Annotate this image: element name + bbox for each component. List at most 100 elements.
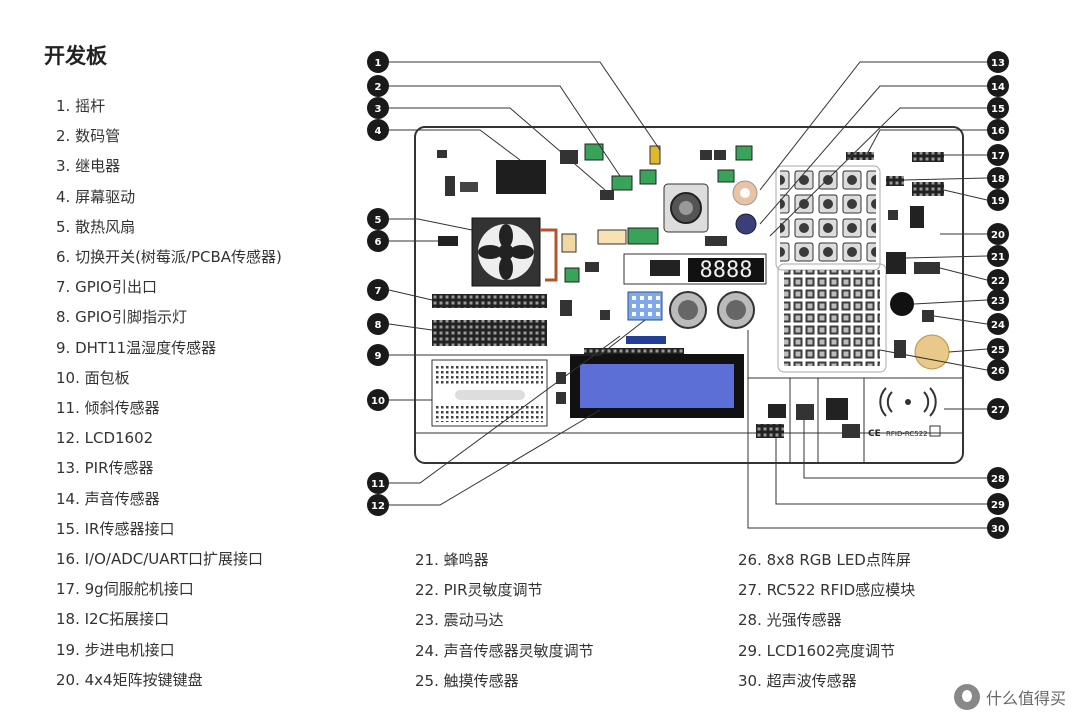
legend-item: 3. 继电器 xyxy=(56,157,121,176)
seven-segment-display xyxy=(688,258,764,282)
callout-number: 22 xyxy=(991,276,1005,287)
vibration-motor xyxy=(890,292,914,316)
callout-marker: 3 xyxy=(367,97,389,119)
legend-item: 12. LCD1602 xyxy=(56,429,154,448)
legend-item: 20. 4x4矩阵按键键盘 xyxy=(56,670,203,689)
legend-item: 1. 摇杆 xyxy=(56,97,106,115)
callout-number: 25 xyxy=(991,345,1005,356)
callout-number: 10 xyxy=(371,396,385,407)
callout-number: 15 xyxy=(991,104,1005,115)
gpio-header xyxy=(432,294,547,308)
callout-marker: 19 xyxy=(987,189,1009,211)
callout-number: 27 xyxy=(991,405,1005,416)
legend-item: 17. 9g伺服舵机接口 xyxy=(56,580,194,599)
callout-number: 29 xyxy=(991,500,1005,511)
callout-marker: 27 xyxy=(987,398,1009,420)
callout-number: 20 xyxy=(991,230,1005,241)
watermark: 什么值得买 xyxy=(953,684,1066,710)
gpio-led-strip xyxy=(432,320,547,346)
legend-item: 9. DHT11温湿度传感器 xyxy=(56,338,217,357)
legend-item: 22. PIR灵敏度调节 xyxy=(415,581,543,600)
callout-marker: 20 xyxy=(987,223,1009,245)
callout-number: 17 xyxy=(991,151,1005,162)
legend-item: 19. 步进电机接口 xyxy=(56,640,175,659)
callout-marker: 26 xyxy=(987,359,1009,381)
sound-sensor xyxy=(735,213,757,235)
callout-number: 5 xyxy=(375,215,382,226)
callout-marker: 24 xyxy=(987,313,1009,335)
watermark-text: 什么值得买 xyxy=(985,689,1066,708)
legend-item: 21. 蜂鸣器 xyxy=(415,551,489,569)
callout-number: 30 xyxy=(991,524,1005,535)
callout-marker: 5 xyxy=(367,208,389,230)
ultrasonic-sensor xyxy=(669,291,755,329)
page-title: 开发板 xyxy=(44,44,107,68)
legend-item: 6. 切换开关(树莓派/PCBA传感器) xyxy=(56,248,282,266)
callout-marker: 14 xyxy=(987,75,1009,97)
callout-number: 21 xyxy=(991,252,1005,263)
callout-marker: 22 xyxy=(987,269,1009,291)
legend-item: 10. 面包板 xyxy=(56,368,130,387)
legend-item: 13. PIR传感器 xyxy=(56,459,154,478)
callout-marker: 16 xyxy=(987,119,1009,141)
callout-marker: 9 xyxy=(367,344,389,366)
callout-marker: 6 xyxy=(367,230,389,252)
callout-number: 16 xyxy=(991,126,1005,137)
callout-number: 28 xyxy=(991,474,1005,485)
rfid-model-label: RFID-RC522 xyxy=(886,430,928,438)
led-matrix xyxy=(784,270,880,366)
screen-driver-chip xyxy=(496,160,546,194)
watermark-logo-icon xyxy=(953,684,980,710)
legend-item: 29. LCD1602亮度调节 xyxy=(738,641,896,660)
legend-item: 14. 声音传感器 xyxy=(56,489,160,508)
callout-marker: 7 xyxy=(367,279,389,301)
callout-number: 24 xyxy=(991,320,1005,331)
callout-number: 3 xyxy=(375,104,382,115)
buzzer xyxy=(886,252,906,274)
callout-marker: 17 xyxy=(987,144,1009,166)
callout-marker: 30 xyxy=(987,517,1009,539)
mode-switch xyxy=(438,236,458,246)
callout-number: 9 xyxy=(375,351,382,362)
callout-marker: 4 xyxy=(367,119,389,141)
legend-item: 27. RC522 RFID感应模块 xyxy=(738,581,916,600)
callout-marker: 23 xyxy=(987,289,1009,311)
legend-item: 2. 数码管 xyxy=(56,127,121,146)
callout-number: 2 xyxy=(375,82,382,93)
callout-marker: 11 xyxy=(367,472,389,494)
callout-marker: 13 xyxy=(987,51,1009,73)
callout-marker: 1 xyxy=(367,51,389,73)
legend-item: 7. GPIO引出口 xyxy=(56,278,157,297)
legend-item: 26. 8x8 RGB LED点阵屏 xyxy=(738,551,911,569)
rfid-module xyxy=(879,387,937,417)
callout-marker: 29 xyxy=(987,493,1009,515)
callout-number: 26 xyxy=(991,366,1005,377)
stepper-port xyxy=(912,182,944,196)
callout-marker: 28 xyxy=(987,467,1009,489)
legend-item: 15. IR传感器接口 xyxy=(56,519,175,538)
callout-marker: 21 xyxy=(987,245,1009,267)
segment-digits: 8888 xyxy=(700,258,753,283)
callout-marker: 2 xyxy=(367,75,389,97)
legend-item: 28. 光强传感器 xyxy=(738,611,842,630)
legend-item: 24. 声音传感器灵敏度调节 xyxy=(415,641,594,660)
callout-number: 11 xyxy=(371,479,385,490)
legend-item: 4. 屏幕驱动 xyxy=(56,187,136,206)
legend-item: 16. I/O/ADC/UART口扩展接口 xyxy=(56,550,264,568)
callout-number: 8 xyxy=(375,320,382,331)
callout-number: 23 xyxy=(991,296,1005,307)
callout-number: 7 xyxy=(375,286,382,297)
i2c-port xyxy=(886,176,904,186)
callout-number: 12 xyxy=(371,501,385,512)
legend-item: 8. GPIO引脚指示灯 xyxy=(56,308,187,327)
callout-marker: 15 xyxy=(987,97,1009,119)
callout-number: 13 xyxy=(991,58,1005,69)
callout-number: 4 xyxy=(375,126,382,137)
touch-sensor xyxy=(914,334,950,370)
callout-marker: 8 xyxy=(367,313,389,335)
callout-number: 19 xyxy=(991,196,1005,207)
legend-item: 30. 超声波传感器 xyxy=(738,671,857,690)
legend-item: 25. 触摸传感器 xyxy=(415,671,519,690)
callout-number: 6 xyxy=(375,237,382,248)
